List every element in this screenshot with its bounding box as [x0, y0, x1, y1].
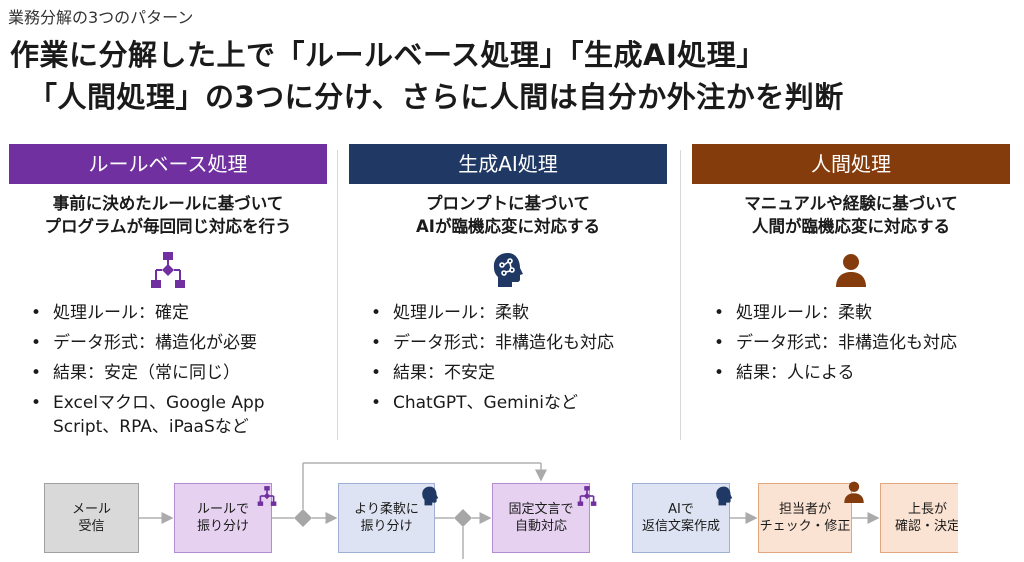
- flow-node-staff-check: 担当者が チェック・修正: [758, 483, 852, 553]
- bullet-item: 結果：人による: [714, 358, 1010, 388]
- bullet-item: ChatGPT、Geminiなど: [371, 388, 667, 418]
- column-title: ルールベース処理: [9, 144, 327, 184]
- column-human: 人間処理 マニュアルや経験に基づいて 人間が臨機応変に対応する 処理ルール：柔軟…: [692, 144, 1010, 444]
- column-description: 事前に決めたルールに基づいて プログラムが毎回同じ対応を行う: [9, 192, 327, 238]
- headline-line-2: 「人間処理」の3つに分け、さらに人間は自分か外注かを判断: [28, 80, 844, 114]
- column-divider: [680, 150, 681, 440]
- flowchart-icon: [577, 486, 597, 506]
- bullet-item: 結果：不安定: [371, 358, 667, 388]
- flow-node-ai-draft: AIで 返信文案作成: [632, 483, 730, 553]
- process-flow: メール 受信 ルールで 振り分け より柔軟に 振り分け 固定文言で 自動対応 A…: [0, 455, 1024, 562]
- bullet-item: データ形式：非構造化も対応: [371, 328, 667, 358]
- flow-connectors: [138, 462, 880, 559]
- slide-headline: 作業に分解した上で「ルールベース処理」「生成AI処理」 「人間処理」の3つに分け…: [10, 34, 1010, 118]
- flow-node-label: AIで 返信文案作成: [641, 502, 720, 534]
- flow-node-label: ルールで 振り分け: [196, 502, 249, 534]
- flow-node-label: 固定文言で 自動対応: [508, 502, 574, 534]
- flow-node-mail-received: メール 受信: [44, 483, 139, 553]
- bullet-item: 処理ルール：柔軟: [371, 298, 667, 328]
- bullet-item: データ形式：構造化が必要: [31, 328, 327, 358]
- flow-node-auto-reply: 固定文言で 自動対応: [492, 483, 590, 553]
- column-desc-line-2: プログラムが毎回同じ対応を行う: [44, 217, 292, 236]
- column-bullets: 処理ルール：確定 データ形式：構造化が必要 結果：安定（常に同じ） Excelマ…: [9, 298, 327, 439]
- flow-node-label: メール 受信: [71, 502, 111, 534]
- bullet-item: 結果：安定（常に同じ）: [31, 358, 327, 388]
- bullet-item: 処理ルール：確定: [31, 298, 327, 328]
- bullet-item: 処理ルール：柔軟: [714, 298, 1010, 328]
- slide-subtitle: 業務分解の3つのパターン: [8, 8, 194, 27]
- flow-node-flexible-sort: より柔軟に 振り分け: [338, 483, 435, 553]
- flow-node-label: 担当者が チェック・修正: [759, 502, 851, 534]
- flow-node-rule-sort: ルールで 振り分け: [174, 483, 272, 553]
- flow-node-label: より柔軟に 振り分け: [354, 502, 419, 534]
- column-bullets: 処理ルール：柔軟 データ形式：非構造化も対応 結果：不安定 ChatGPT、Ge…: [349, 298, 667, 418]
- column-desc-line-1: プロンプトに基づいて: [425, 194, 590, 213]
- column-description: プロンプトに基づいて AIが臨機応変に対応する: [349, 192, 667, 238]
- flow-node-label: 上長が 確認・決定: [894, 502, 960, 534]
- column-desc-line-1: マニュアルや経験に基づいて: [744, 194, 958, 213]
- person-icon: [844, 481, 864, 504]
- bullet-item: Excelマクロ、Google App Script、RPA、iPaaSなど: [31, 388, 327, 439]
- column-desc-line-1: 事前に決めたルールに基づいて: [52, 194, 284, 213]
- flowchart-icon: [151, 252, 185, 288]
- column-desc-line-2: AIが臨機応変に対応する: [416, 217, 600, 236]
- person-icon: [836, 254, 866, 287]
- column-title: 人間処理: [692, 144, 1010, 184]
- overlay-patch: [958, 474, 1024, 562]
- column-description: マニュアルや経験に基づいて 人間が臨機応変に対応する: [692, 192, 1010, 238]
- headline-line-1: 作業に分解した上で「ルールベース処理」「生成AI処理」: [10, 38, 766, 72]
- column-generative-ai: 生成AI処理 プロンプトに基づいて AIが臨機応変に対応する 処理ルール：柔軟 …: [349, 144, 667, 444]
- ai-head-icon: [422, 486, 439, 506]
- column-title: 生成AI処理: [349, 144, 667, 184]
- flowchart-icon: [257, 486, 277, 506]
- column-rule-based: ルールベース処理 事前に決めたルールに基づいて プログラムが毎回同じ対応を行う …: [9, 144, 327, 444]
- ai-head-icon: [493, 253, 523, 287]
- column-desc-line-2: 人間が臨機応変に対応する: [752, 217, 950, 236]
- bullet-item: データ形式：非構造化も対応: [714, 328, 1010, 358]
- column-bullets: 処理ルール：柔軟 データ形式：非構造化も対応 結果：人による: [692, 298, 1010, 388]
- column-divider: [337, 150, 338, 440]
- ai-head-icon: [716, 486, 733, 506]
